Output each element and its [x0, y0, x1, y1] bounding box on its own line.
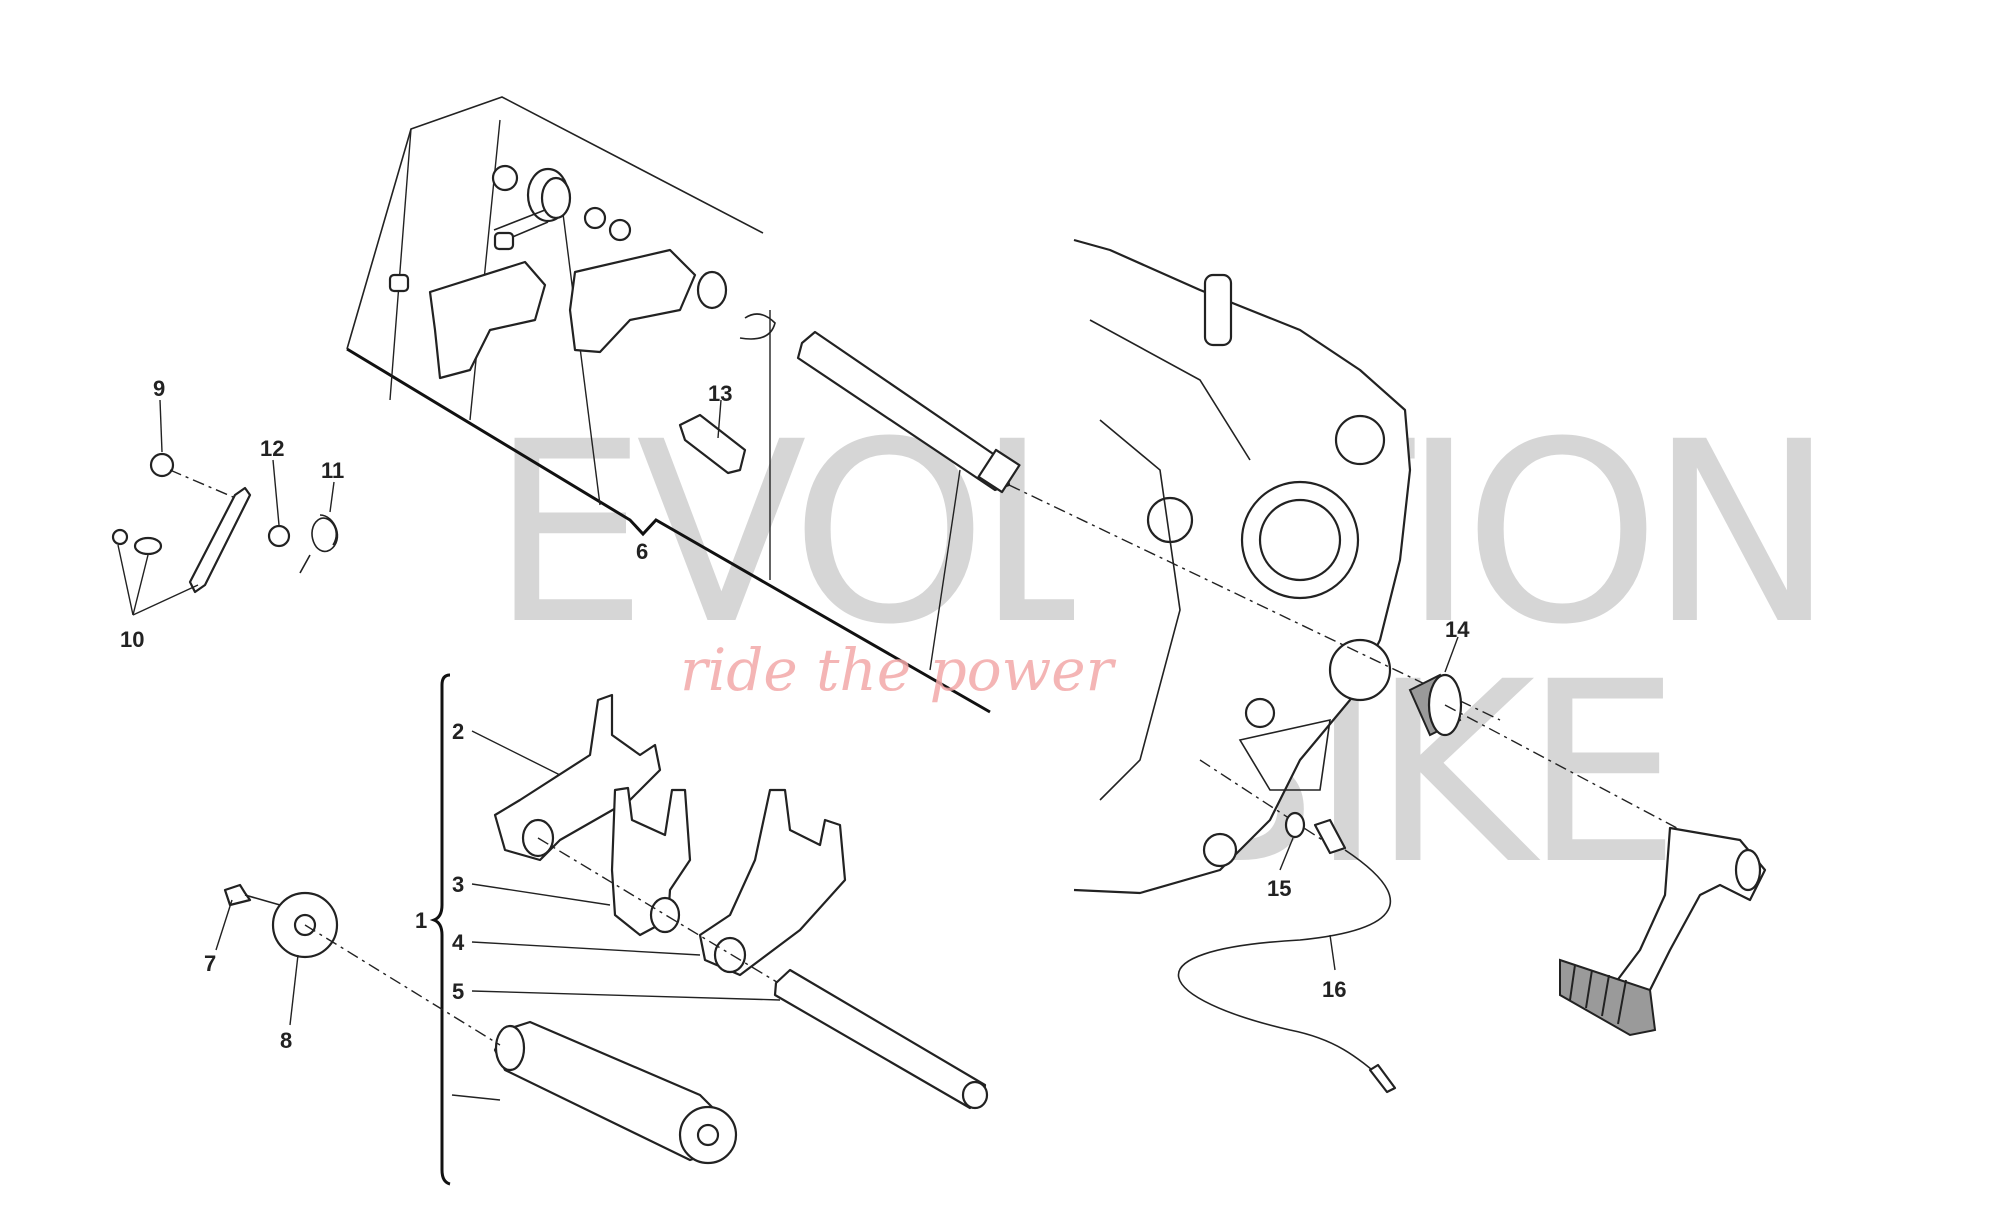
part-13-stud — [678, 399, 747, 475]
label-4: 4 — [452, 930, 465, 955]
sensor-parts — [1177, 811, 1397, 1094]
label-1: 1 — [415, 908, 427, 933]
group-1-brace — [429, 673, 451, 1186]
label-16: 16 — [1322, 977, 1346, 1002]
label-7: 7 — [204, 951, 216, 976]
label-2: 2 — [452, 719, 464, 744]
label-10: 10 — [120, 627, 144, 652]
shift-fork-assembly — [215, 693, 989, 1165]
label-11: 11 — [321, 458, 344, 483]
gear-lever — [1559, 826, 1767, 1037]
callout-labels: 1 2 3 4 5 6 7 8 9 10 11 12 13 14 15 16 — [120, 376, 1470, 1053]
label-9: 9 — [153, 376, 165, 401]
lever-parts — [111, 399, 339, 616]
label-3: 3 — [452, 872, 464, 897]
group-6-bracket — [346, 96, 991, 714]
part-14-bushing — [1408, 636, 1691, 836]
label-13: 13 — [708, 381, 732, 406]
label-5: 5 — [452, 979, 464, 1004]
shift-shaft-assembly — [388, 164, 1021, 494]
label-8: 8 — [280, 1028, 292, 1053]
engine-case — [1008, 238, 1501, 895]
label-15: 15 — [1267, 876, 1291, 901]
label-12: 12 — [260, 436, 284, 461]
watermark-tagline: ride the power — [680, 636, 1117, 704]
label-6: 6 — [636, 539, 648, 564]
label-14: 14 — [1445, 617, 1470, 642]
